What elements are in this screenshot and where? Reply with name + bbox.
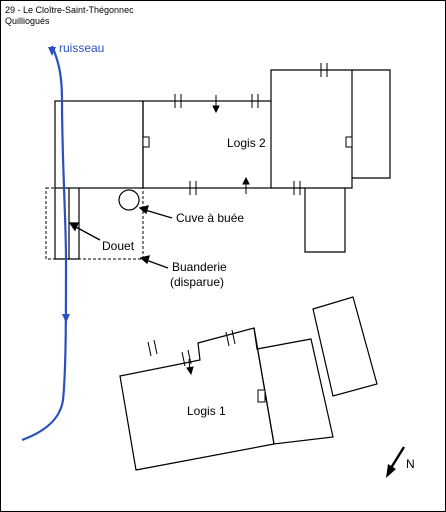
stream-label: ruisseau xyxy=(59,41,104,55)
door-arrows xyxy=(186,95,250,376)
cuve-circle xyxy=(118,189,140,211)
header-line-1: 29 - Le Cloître-Saint-Thégonnec xyxy=(5,5,134,15)
chimney-stub xyxy=(257,389,266,403)
buanderie-label: Buanderie xyxy=(172,260,227,274)
buanderie-sub-label: (disparue) xyxy=(170,275,224,289)
cuve-label: Cuve à buée xyxy=(176,211,244,225)
north-label: N xyxy=(406,457,415,471)
leader-arrows xyxy=(68,205,173,269)
logis-2-building xyxy=(54,69,391,260)
window-marks xyxy=(147,63,328,367)
logis-1-label: Logis 1 xyxy=(187,404,226,418)
stream-arrow-bottom xyxy=(62,314,70,323)
stream-arrow-top xyxy=(48,47,56,56)
stream-line xyxy=(21,45,68,442)
douet-label: Douet xyxy=(102,239,135,253)
chimney-stub xyxy=(345,136,353,148)
header-line-2: Quilliogués xyxy=(5,16,50,26)
chimney-stub xyxy=(142,136,150,148)
north-arrow-icon xyxy=(386,446,406,478)
buanderie-outline xyxy=(45,187,144,260)
logis-1-building xyxy=(119,296,378,471)
logis-2-label: Logis 2 xyxy=(227,136,266,150)
